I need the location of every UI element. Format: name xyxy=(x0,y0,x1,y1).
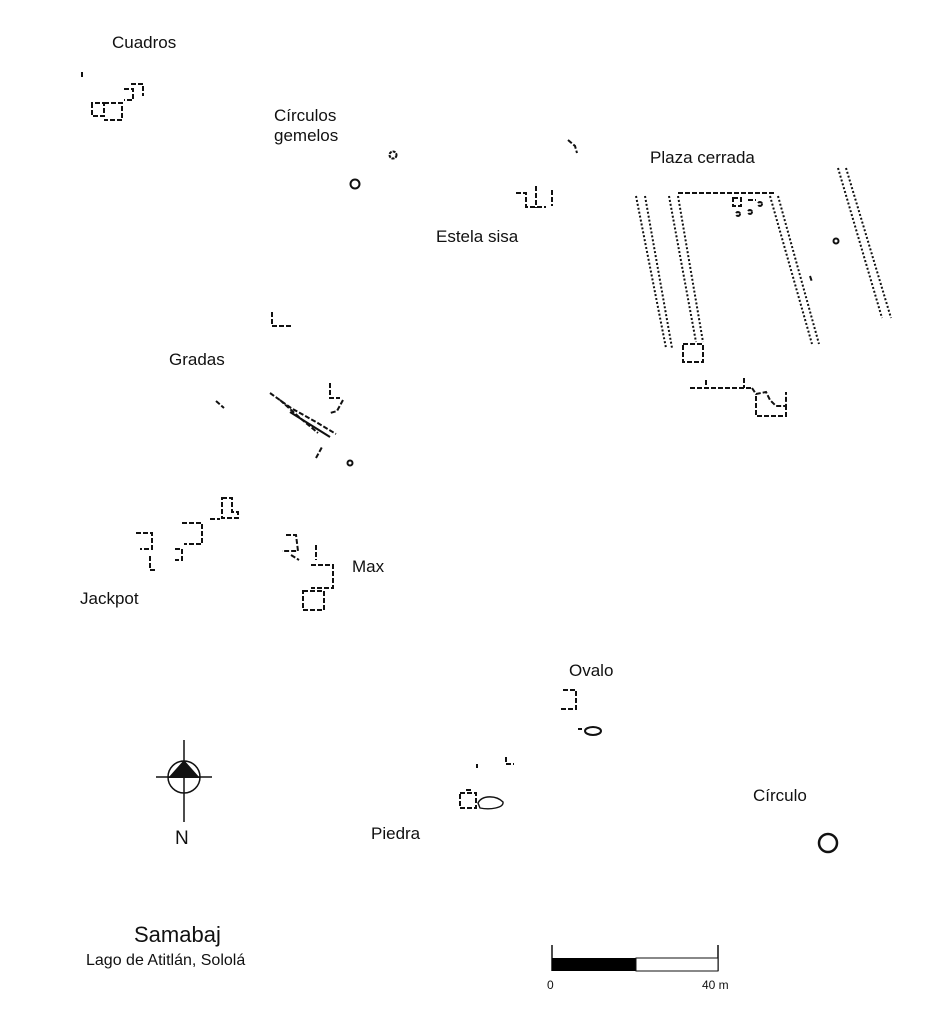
label-circulo: Círculo xyxy=(753,786,807,805)
label-estela-sisa: Estela sisa xyxy=(436,227,519,246)
cuadros-structures xyxy=(81,72,144,121)
piedra-structures xyxy=(459,757,514,810)
scale-start-label: 0 xyxy=(547,978,554,992)
max-structures xyxy=(282,534,334,611)
circulos-gemelos-structures xyxy=(349,150,398,190)
estela-sisa-structures xyxy=(516,139,578,208)
circulo-structure xyxy=(817,832,839,854)
label-cuadros: Cuadros xyxy=(112,33,177,52)
label-max: Max xyxy=(352,557,385,576)
map-subtitle: Lago de Atitlán, Sololá xyxy=(86,952,246,969)
label-ovalo: Ovalo xyxy=(569,661,614,680)
plaza-cerrada-structures xyxy=(635,167,892,417)
scale-bar xyxy=(551,945,719,972)
ovalo-structures xyxy=(561,689,602,736)
label-piedra: Piedra xyxy=(371,824,421,843)
scale-end-label: 40 m xyxy=(702,978,729,992)
north-label: N xyxy=(175,828,189,849)
jackpot-structures xyxy=(136,497,239,571)
label-circulos-gemelos: Círculos gemelos xyxy=(274,106,339,145)
map-title: Samabaj xyxy=(134,922,221,947)
gradas-structures xyxy=(215,312,354,467)
label-plaza-cerrada: Plaza cerrada xyxy=(650,148,755,167)
north-arrow-icon xyxy=(156,740,212,822)
label-gradas: Gradas xyxy=(169,350,225,369)
label-jackpot: Jackpot xyxy=(80,589,139,608)
